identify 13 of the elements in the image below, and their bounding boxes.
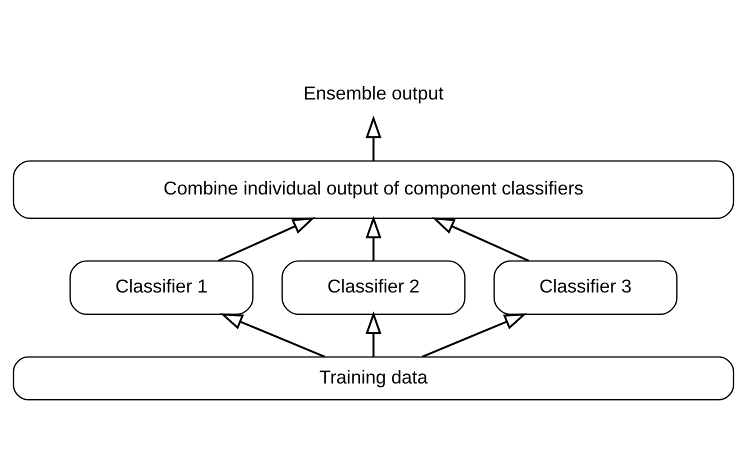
node-box: Classifier 1 <box>70 260 254 315</box>
arrow <box>366 115 382 161</box>
arrow <box>366 311 382 357</box>
arrow <box>218 217 316 262</box>
node-box: Combine individual output of component classifiers <box>12 160 734 219</box>
node-text: Ensemble output <box>303 82 444 104</box>
node-box: Classifier 2 <box>282 260 466 315</box>
node-box: Training data <box>12 356 734 400</box>
node-box: Classifier 3 <box>494 260 678 315</box>
arrow <box>220 313 326 358</box>
arrow <box>422 313 527 358</box>
arrow <box>432 217 530 262</box>
arrow <box>366 216 382 261</box>
